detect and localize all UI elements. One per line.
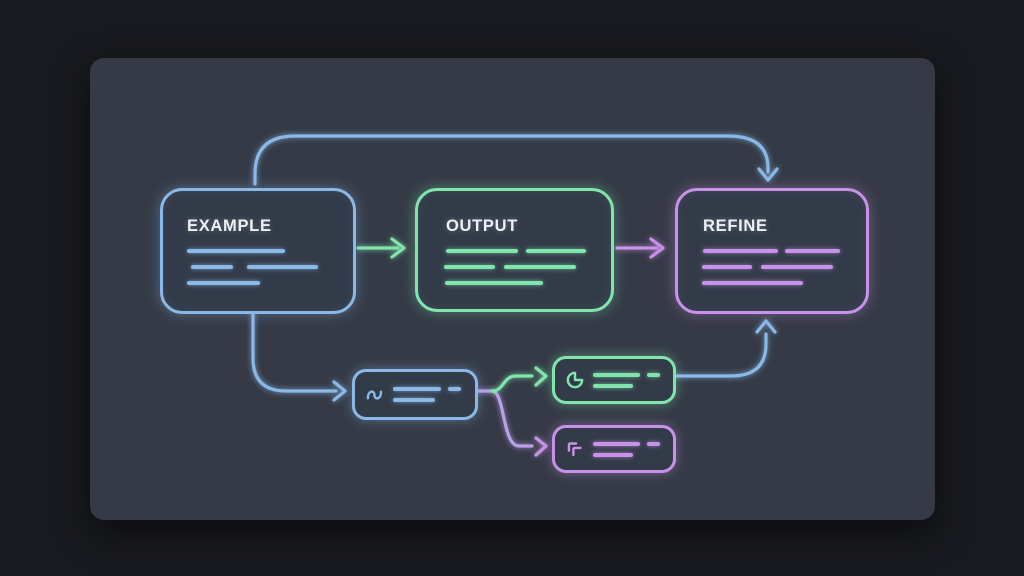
- wave-icon: [366, 389, 383, 400]
- skeleton-dash: [647, 442, 660, 446]
- mini-node-layers: [552, 425, 676, 473]
- node-output-title: OUTPUT: [446, 217, 519, 235]
- skeleton-line: [785, 249, 840, 253]
- skeleton-line: [593, 453, 633, 457]
- skeleton-line: [187, 281, 260, 285]
- skeleton-line: [526, 249, 586, 253]
- node-output: OUTPUT: [415, 188, 614, 312]
- skeleton-line: [761, 265, 833, 269]
- mini-node-wave: [352, 369, 478, 420]
- skeleton-line: [504, 265, 576, 269]
- skeleton-line: [702, 281, 803, 285]
- skeleton-line: [247, 265, 318, 269]
- node-example: EXAMPLE: [160, 188, 356, 314]
- skeleton-dash: [448, 387, 461, 391]
- skeleton-line: [593, 384, 633, 388]
- skeleton-line: [593, 442, 640, 446]
- skeleton-line: [703, 249, 778, 253]
- node-refine: REFINE: [675, 188, 869, 314]
- skeleton-line: [702, 265, 752, 269]
- skeleton-line: [393, 398, 435, 402]
- mini-node-pie: [552, 356, 676, 404]
- skeleton-line: [593, 373, 640, 377]
- skeleton-line: [444, 265, 495, 269]
- skeleton-line: [191, 265, 233, 269]
- skeleton-dash: [647, 373, 660, 377]
- skeleton-line: [445, 281, 543, 285]
- node-refine-title: REFINE: [703, 217, 768, 235]
- skeleton-line: [446, 249, 518, 253]
- skeleton-line: [393, 387, 441, 391]
- node-example-title: EXAMPLE: [187, 217, 272, 235]
- skeleton-line: [187, 249, 285, 253]
- pie-chart-icon: [566, 371, 584, 389]
- layers-icon: [567, 442, 582, 457]
